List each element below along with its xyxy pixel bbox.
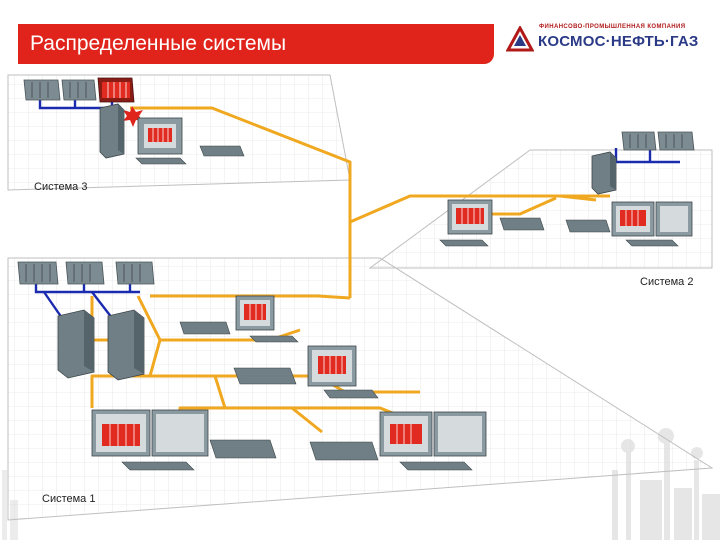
monitor-icon [433, 411, 487, 457]
system-2-label: Система 2 [640, 276, 693, 288]
rack-server-icon [657, 131, 695, 151]
network-switch-icon [179, 321, 231, 335]
network-switch-icon [499, 217, 545, 231]
title-bar: Распределенные системы [18, 24, 494, 64]
keyboard-icon [135, 157, 187, 165]
network-switch-icon [233, 367, 297, 385]
rack-server-icon [621, 131, 657, 151]
factory-skyline-icon [612, 428, 720, 540]
tower-server-icon [57, 309, 95, 379]
tower-server-icon [591, 151, 617, 195]
tower-server-icon [107, 309, 145, 381]
network-switch-icon [565, 219, 611, 233]
company-logo: ФИНАНСОВО-ПРОМЫШЛЕННАЯ КОМПАНИЯ КОСМОС·Н… [506, 24, 706, 54]
rack-server-icon [65, 261, 105, 285]
network-switch-icon [209, 439, 277, 459]
keyboard-icon [249, 335, 299, 343]
monitor-icon [447, 199, 493, 235]
slide-title: Распределенные системы [30, 32, 287, 55]
logo-mark-icon [506, 26, 534, 52]
keyboard-icon [625, 239, 679, 247]
monitor-icon [379, 411, 433, 457]
monitor-icon [655, 201, 693, 237]
system-2-devices [439, 131, 695, 247]
keyboard-icon [121, 461, 195, 471]
keyboard-icon [439, 239, 489, 247]
rack-server-icon [61, 79, 97, 101]
rack-server-icon [17, 261, 59, 285]
system-3-devices [23, 77, 245, 165]
rack-server-active-icon [97, 77, 135, 103]
system-1-label: Система 1 [42, 493, 95, 505]
system-1-devices [17, 261, 487, 471]
system-1-plane [7, 257, 714, 521]
alert-star-icon [123, 106, 143, 127]
network-switch-icon [199, 145, 245, 157]
network-switch-icon [309, 441, 379, 461]
logo-subtitle: ФИНАНСОВО-ПРОМЫШЛЕННАЯ КОМПАНИЯ [539, 24, 686, 30]
rack-server-icon [115, 261, 155, 285]
monitor-icon [611, 201, 655, 237]
monitor-icon [151, 409, 209, 457]
monitor-icon [235, 295, 275, 331]
tower-server-icon [99, 103, 125, 159]
keyboard-icon [323, 389, 379, 399]
keyboard-icon [399, 461, 473, 471]
rack-server-icon [23, 79, 61, 101]
system-3-label: Система 3 [34, 181, 87, 193]
monitor-icon [307, 345, 357, 387]
logo-name: КОСМОС·НЕФТЬ·ГАЗ [538, 33, 699, 50]
monitor-icon [91, 409, 151, 457]
monitor-icon [137, 117, 183, 155]
